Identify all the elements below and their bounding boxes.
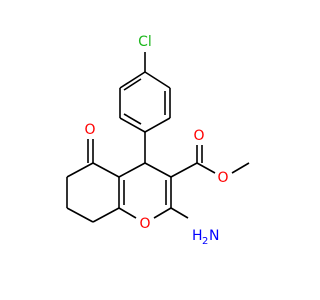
bond-c3-carbonyl: [170, 162, 198, 178]
bond-c5-c6: [66, 162, 94, 178]
amine-subscript: 2: [202, 236, 208, 247]
bond-c2-o1: [153, 207, 172, 219]
bond-ring-4: [144, 117, 171, 133]
bond-ring-6: [144, 71, 171, 89]
pyran-ring: [118, 132, 172, 219]
bond-ring-3-inner: [123, 113, 142, 125]
bond-c2-n: [170, 207, 189, 219]
cyclohexanone-ring: [66, 139, 120, 223]
bond-o1-c8a: [118, 207, 137, 219]
bond-c4a-c5: [92, 162, 120, 178]
bond-oester-methyl: [231, 162, 250, 174]
amine-h-label: H: [192, 228, 203, 244]
bond-ring-3: [119, 117, 146, 133]
amine-label: H 2 N: [192, 228, 219, 247]
amine-n-label: N: [209, 228, 219, 244]
chlorine-label: Cl: [138, 34, 152, 50]
methyl-ester: [170, 145, 250, 178]
chlorophenyl-ring: [119, 52, 171, 133]
ester-carbonyl-oxygen-label: O: [193, 128, 204, 144]
bond-ring-1: [119, 71, 146, 89]
bond-c7-c8: [66, 207, 94, 223]
molecule-structure: Cl O O O O H 2 N: [66, 34, 250, 247]
ester-oxygen-label: O: [217, 170, 228, 186]
bond-carbonyl-oester: [196, 162, 216, 174]
bond-c4-c3: [144, 162, 172, 178]
bond-ring-1-inner: [123, 78, 142, 91]
ketone-oxygen-label: O: [84, 122, 95, 138]
bond-c4a-c4: [118, 162, 146, 178]
molecule-canvas: Cl O O O O H 2 N: [66, 34, 250, 247]
ring-oxygen-label: O: [139, 216, 150, 232]
bond-c8-c8a: [92, 207, 120, 223]
